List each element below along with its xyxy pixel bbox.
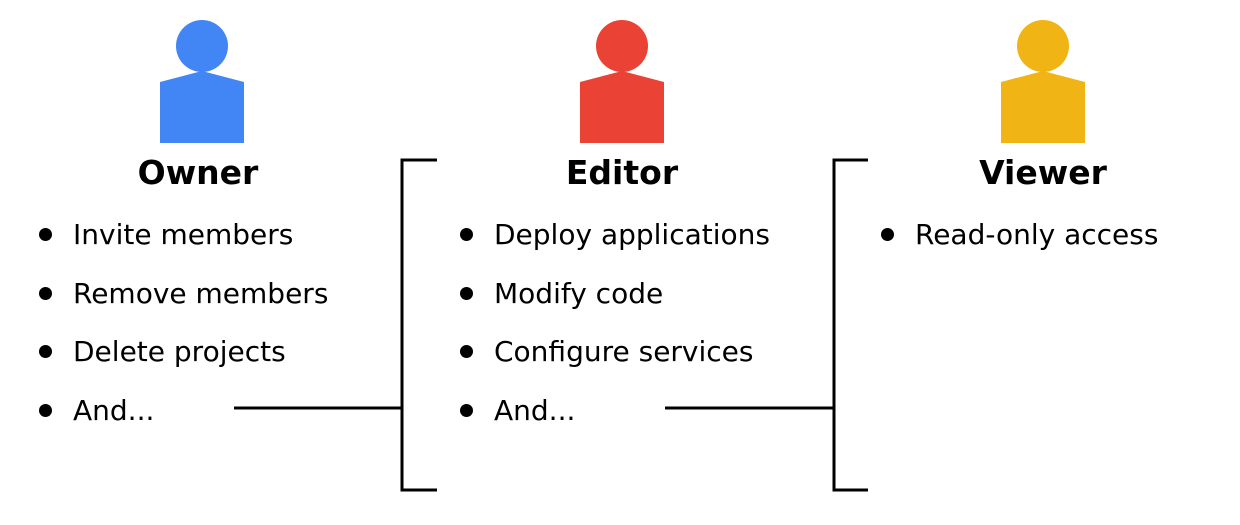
bullet-icon xyxy=(39,286,52,300)
role-title: Editor xyxy=(565,153,679,192)
person-icon xyxy=(160,20,244,143)
list-item: Deploy applications xyxy=(457,212,770,271)
list-item: Invite members xyxy=(36,212,328,271)
list-item: And... xyxy=(457,388,770,447)
bullet-icon xyxy=(39,228,52,241)
list-item: And... xyxy=(36,388,328,447)
permission-label: Delete projects xyxy=(73,335,286,368)
list-item: Delete projects xyxy=(36,329,328,388)
bullet-icon xyxy=(39,345,52,358)
list-item: Modify code xyxy=(457,271,770,330)
permission-list: Read-only access xyxy=(878,212,1158,271)
list-item: Configure services xyxy=(457,329,770,388)
bullet-icon xyxy=(39,403,52,417)
permission-label: Modify code xyxy=(494,276,664,310)
permission-label: And... xyxy=(494,393,576,427)
owner-editor-bracket xyxy=(234,158,437,492)
permission-label: Read-only access xyxy=(915,218,1159,251)
role-title: Viewer xyxy=(979,153,1107,192)
permission-label: Remove members xyxy=(73,276,329,310)
bullet-icon xyxy=(460,345,473,358)
list-item: Remove members xyxy=(36,271,328,330)
list-item: Read-only access xyxy=(878,212,1158,271)
person-icon xyxy=(580,20,664,143)
permission-label: And... xyxy=(73,393,155,427)
permission-list: Deploy applications Modify code Configur… xyxy=(457,212,770,446)
bracket-shape xyxy=(832,158,868,492)
bullet-icon xyxy=(460,228,473,241)
permission-label: Configure services xyxy=(494,335,754,368)
permission-label: Deploy applications xyxy=(494,218,770,251)
permission-label: Invite members xyxy=(73,218,294,251)
bullet-icon xyxy=(460,286,473,300)
bullet-icon xyxy=(881,228,894,241)
editor-viewer-bracket xyxy=(665,158,868,492)
bracket-shape xyxy=(400,158,437,492)
person-icon xyxy=(1001,20,1085,143)
role-title: Owner xyxy=(137,153,259,192)
permission-list: Invite members Remove members Delete pro… xyxy=(36,212,328,446)
bullet-icon xyxy=(460,403,473,417)
